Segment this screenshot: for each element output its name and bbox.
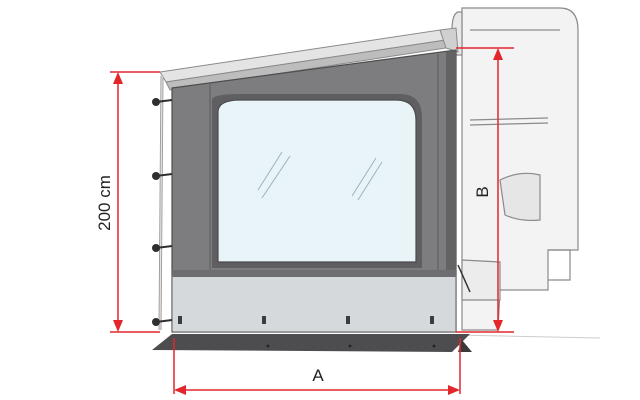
awning-cassette (159, 27, 459, 91)
groundsheet (152, 334, 470, 352)
panel-skirt (171, 270, 457, 333)
pole-hook-icon (152, 172, 173, 180)
vehicle-shadow (454, 334, 601, 339)
panel-window (212, 94, 422, 268)
awning-leg (158, 75, 164, 331)
pole-hooks (152, 98, 173, 326)
corner-peg (458, 340, 472, 352)
skirt-clip (262, 316, 266, 324)
dimension-width (173, 338, 461, 395)
depth-label: B (473, 186, 492, 197)
height-label: 200 cm (95, 175, 114, 231)
peg-icon (266, 344, 270, 348)
pole-hook-icon (152, 98, 173, 106)
dimension-depth (456, 47, 514, 333)
peg-icon (432, 344, 436, 348)
pole-hook-icon (152, 318, 173, 326)
peg-icon (348, 344, 352, 348)
pole-hook-icon (152, 244, 173, 252)
guy-rope (457, 264, 471, 293)
width-label: A (312, 366, 324, 385)
vehicle-body (451, 7, 579, 331)
skirt-clip (346, 316, 350, 324)
skirt-clip (178, 316, 182, 324)
skirt-clip (430, 316, 434, 324)
dimension-height (110, 71, 160, 333)
